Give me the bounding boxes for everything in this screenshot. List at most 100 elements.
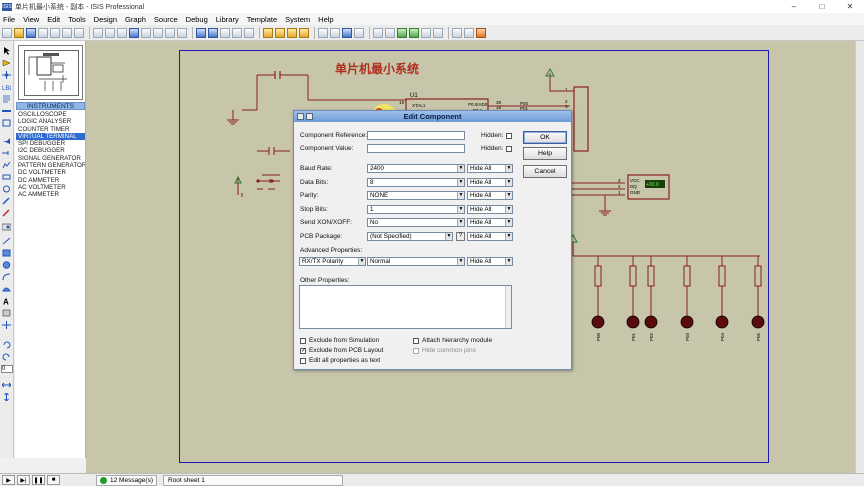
message-counter[interactable]: 12 Message(s) [96, 474, 157, 486]
block-move-icon[interactable] [275, 27, 285, 38]
netlist-to-ares-icon[interactable] [476, 27, 486, 38]
help-button[interactable]: Help [523, 147, 567, 160]
send-xon-xoff-select[interactable]: No▼ [367, 218, 465, 227]
zoom-all-icon[interactable] [165, 27, 175, 38]
list-item[interactable]: DC VOLTMETER [18, 169, 67, 177]
list-item[interactable]: AC VOLTMETER [18, 183, 66, 191]
menu-source[interactable]: Source [153, 14, 178, 24]
2d-box-icon[interactable] [2, 249, 11, 257]
mirror-y-icon[interactable] [2, 393, 11, 401]
remove-sheet-icon[interactable] [421, 27, 431, 38]
list-item[interactable]: DC AMMETER [18, 176, 60, 184]
advanced-visibility-select[interactable]: Hide All▼ [467, 257, 513, 266]
search-tag-icon[interactable] [385, 27, 395, 38]
terminals-icon[interactable] [2, 137, 11, 145]
undo-icon[interactable] [196, 27, 206, 38]
2d-arc-icon[interactable] [2, 273, 11, 281]
hide-common-pins-checkbox[interactable] [413, 348, 419, 354]
refresh-icon[interactable] [93, 27, 103, 38]
send-xon-xoff-visibility-select[interactable]: Hide All▼ [467, 218, 513, 227]
overview-window[interactable] [18, 45, 83, 100]
bill-of-materials-icon[interactable] [452, 27, 462, 38]
generator-mode-icon[interactable] [2, 185, 11, 193]
ok-button[interactable]: OK [523, 131, 567, 144]
list-item-selected[interactable]: VIRTUAL TERMINAL [16, 132, 85, 141]
maximize-button[interactable]: □ [819, 2, 825, 11]
other-properties-textarea[interactable] [299, 285, 512, 329]
pick-device-icon[interactable] [318, 27, 328, 38]
menu-view[interactable]: View [23, 14, 40, 24]
menu-library[interactable]: Library [215, 14, 239, 24]
stop-bits-visibility-select[interactable]: Hide All▼ [467, 205, 513, 214]
electrical-rule-check-icon[interactable] [464, 27, 474, 38]
zoom-in-icon[interactable] [141, 27, 151, 38]
menu-tools[interactable]: Tools [68, 14, 86, 24]
decompose-icon[interactable] [354, 27, 364, 38]
text-script-icon[interactable] [2, 95, 11, 103]
hidden-value-checkbox[interactable] [506, 146, 512, 152]
subcircuit-icon[interactable] [2, 119, 11, 127]
2d-marker-icon[interactable] [2, 321, 11, 329]
hidden-reference-checkbox[interactable] [506, 133, 512, 139]
grid-icon[interactable] [105, 27, 115, 38]
list-item[interactable]: SPI DEBUGGER [18, 140, 66, 148]
list-item[interactable]: AC AMMETER [18, 191, 59, 199]
list-item[interactable]: LOGIC ANALYSER [18, 118, 72, 126]
component-mode-icon[interactable] [2, 59, 11, 67]
tape-recorder-icon[interactable] [2, 173, 11, 181]
pause-icon[interactable]: ❚❚ [32, 475, 45, 485]
close-button[interactable]: ✕ [846, 2, 854, 11]
pan-icon[interactable] [129, 27, 139, 38]
rotation-angle-field[interactable]: 0 [1, 365, 13, 373]
2d-line-icon[interactable] [2, 237, 11, 245]
buses-icon[interactable] [2, 107, 11, 115]
2d-symbol-icon[interactable] [2, 309, 11, 317]
wire-autorouter-icon[interactable] [373, 27, 383, 38]
menu-help[interactable]: Help [318, 14, 334, 24]
export-icon[interactable] [50, 27, 60, 38]
voltage-probe-icon[interactable] [2, 197, 11, 205]
cancel-button[interactable]: Cancel [523, 165, 567, 178]
list-item[interactable]: I2C DEBUGGER [18, 147, 65, 155]
2d-text-icon[interactable]: A [2, 297, 11, 306]
paste-icon[interactable] [244, 27, 254, 38]
attach-hierarchy-checkbox[interactable] [413, 338, 419, 344]
mirror-x-icon[interactable] [2, 381, 11, 389]
block-delete-icon[interactable] [299, 27, 309, 38]
stop-bits-select[interactable]: 1▼ [367, 205, 465, 214]
pcb-package-select[interactable]: (Not Specified)▼ [367, 232, 453, 241]
print-area-icon[interactable] [74, 27, 84, 38]
advanced-property-select[interactable]: RX/TX Polarity▼ [299, 257, 366, 266]
menu-system[interactable]: System [285, 14, 311, 24]
open-folder-icon[interactable] [14, 27, 24, 38]
zoom-out-icon[interactable] [153, 27, 163, 38]
baud-rate-visibility-select[interactable]: Hide All▼ [467, 164, 513, 173]
selection-mode-icon[interactable] [2, 47, 11, 55]
virtual-instruments-icon[interactable] [2, 223, 11, 231]
new-sheet-icon[interactable] [409, 27, 419, 38]
make-device-icon[interactable] [330, 27, 340, 38]
dialog-title-bar[interactable]: Edit Component [294, 111, 571, 122]
graph-mode-icon[interactable] [2, 161, 11, 169]
menu-edit[interactable]: Edit [47, 14, 61, 24]
zoom-area-icon[interactable] [177, 27, 187, 38]
block-rotate-icon[interactable] [287, 27, 297, 38]
save-icon[interactable] [26, 27, 36, 38]
parity-select[interactable]: NONE▼ [367, 191, 465, 200]
menu-file[interactable]: File [3, 14, 16, 24]
minimize-button[interactable]: – [791, 2, 797, 11]
exit-to-parent-icon[interactable] [433, 27, 443, 38]
2d-circle-icon[interactable] [2, 261, 11, 269]
edit-as-text-checkbox[interactable] [300, 358, 306, 364]
2d-path-icon[interactable] [2, 285, 11, 293]
exclude-simulation-checkbox[interactable] [300, 338, 306, 344]
list-item[interactable]: COUNTER TIMER [18, 125, 70, 133]
rotate-clockwise-icon[interactable] [2, 341, 11, 349]
dialog-restore-icon[interactable] [306, 113, 313, 120]
package-help-button[interactable]: ? [456, 232, 465, 241]
import-icon[interactable] [38, 27, 48, 38]
cut-icon[interactable] [220, 27, 230, 38]
menu-graph[interactable]: Graph [125, 14, 146, 24]
copy-icon[interactable] [232, 27, 242, 38]
redo-icon[interactable] [208, 27, 218, 38]
